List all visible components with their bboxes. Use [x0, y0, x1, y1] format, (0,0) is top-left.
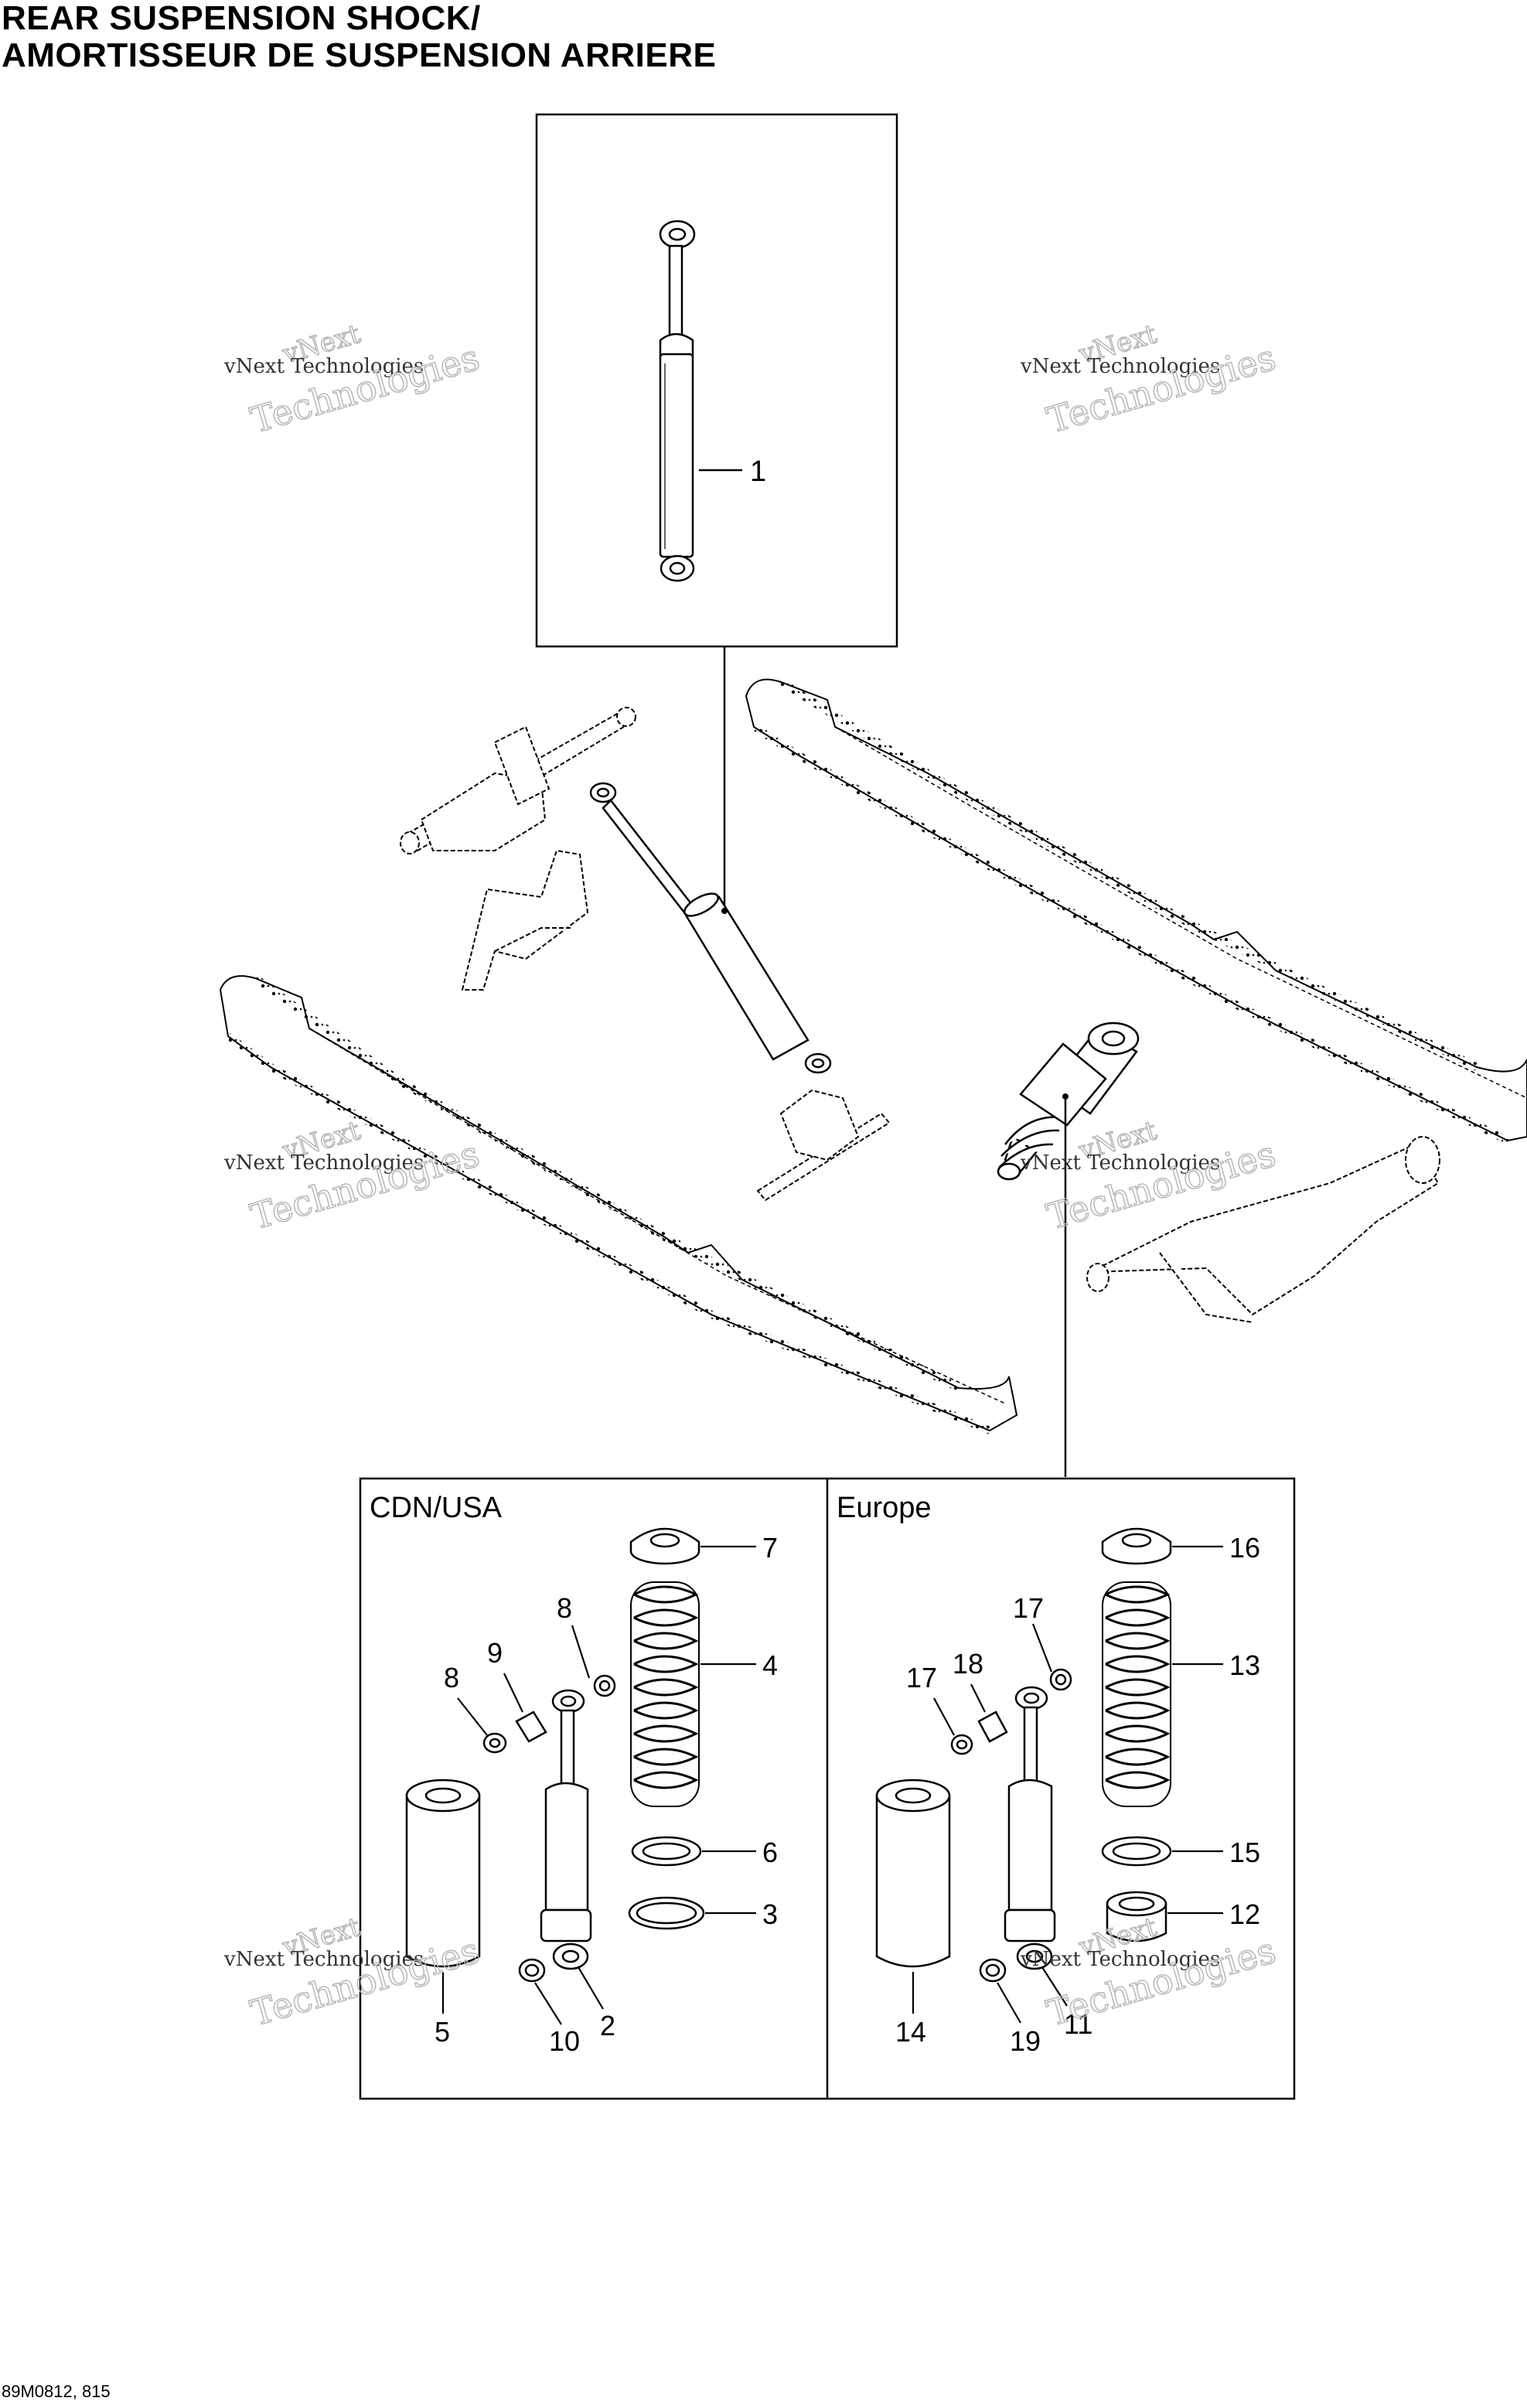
callout-9: 9 — [487, 1637, 503, 1669]
callout-17-left: 17 — [906, 1662, 937, 1693]
left-spring-seat — [631, 1836, 702, 1867]
right-spring-seat — [1101, 1836, 1172, 1867]
svg-text:Technologies: Technologies — [1042, 336, 1280, 442]
callout-1: 1 — [750, 455, 766, 488]
right-coil-spring — [1102, 1581, 1171, 1807]
svg-text:vNext Technologies: vNext Technologies — [223, 355, 424, 378]
callout-8-left: 8 — [444, 1662, 459, 1693]
svg-text:vNext Technologies: vNext Technologies — [223, 1151, 424, 1175]
callout-8-top: 8 — [557, 1592, 572, 1624]
callout-12: 12 — [1229, 1898, 1260, 1930]
front-swing-arm — [1086, 1136, 1440, 1323]
assembly-front-shock — [997, 1022, 1140, 1181]
callout-3: 3 — [762, 1898, 778, 1930]
left-slide-rail — [219, 974, 1018, 1434]
left-shim-ring — [628, 1896, 705, 1930]
right-slide-rail — [745, 678, 1527, 1144]
callout-7: 7 — [762, 1532, 778, 1564]
left-bushings — [482, 1674, 616, 1983]
callout-13: 13 — [1229, 1649, 1260, 1681]
page-title-line2: AMORTISSEUR DE SUSPENSION ARRIERE — [2, 36, 717, 74]
panel-label-europe: Europe — [837, 1492, 932, 1524]
svg-text:Technologies: Technologies — [246, 336, 484, 442]
rear-cross-shaft — [756, 1089, 891, 1202]
svg-text:vNext Technologies: vNext Technologies — [1020, 1151, 1220, 1175]
svg-text:vNext Technologies: vNext Technologies — [1020, 355, 1220, 378]
callout-10: 10 — [549, 2025, 580, 2057]
right-shock-body — [1004, 1686, 1056, 1970]
callout-15: 15 — [1229, 1837, 1260, 1868]
right-bushings — [950, 1668, 1072, 1983]
left-leader-lines — [441, 1545, 756, 2025]
svg-text:Technologies: Technologies — [246, 1133, 484, 1238]
shock-detail-box — [535, 113, 898, 648]
callout-18: 18 — [953, 1648, 983, 1680]
callout-16: 16 — [1229, 1532, 1260, 1564]
svg-text:Technologies: Technologies — [1042, 1929, 1280, 2035]
callout-5: 5 — [435, 2016, 450, 2048]
left-shock-body — [540, 1689, 592, 1970]
callout-11: 11 — [1064, 2008, 1092, 2040]
rear-shock-detail — [659, 220, 696, 582]
left-spring-stopper — [629, 1527, 700, 1565]
page-title-line1: REAR SUSPENSION SHOCK/ — [2, 0, 481, 37]
right-leader-lines — [912, 1545, 1223, 2024]
right-bumper — [875, 1779, 951, 1968]
callout-17-top: 17 — [1013, 1592, 1044, 1624]
left-coil-spring — [630, 1581, 700, 1807]
left-bumper — [405, 1779, 481, 1968]
svg-text:vNext Technologies: vNext Technologies — [223, 1948, 424, 1971]
callout-19: 19 — [1010, 2025, 1041, 2057]
callout-6: 6 — [762, 1837, 778, 1868]
lower-bracket — [461, 849, 589, 991]
svg-text:vNext Technologies: vNext Technologies — [1020, 1948, 1220, 1971]
diagram-code: 89M0812, 815 — [2, 2382, 111, 2401]
panel-label-cdn-usa: CDN/USA — [370, 1492, 503, 1524]
front-cross-shaft — [400, 707, 636, 854]
callout-4: 4 — [762, 1649, 778, 1681]
assembly-rear-shock — [589, 782, 832, 1074]
right-spring-stopper — [1101, 1527, 1172, 1565]
callout-14: 14 — [895, 2016, 926, 2048]
callout-2: 2 — [600, 2010, 615, 2041]
right-adjuster-nut — [1106, 1891, 1167, 1942]
watermark: vNext vNext Technologies Technologies vN… — [223, 318, 1280, 2035]
